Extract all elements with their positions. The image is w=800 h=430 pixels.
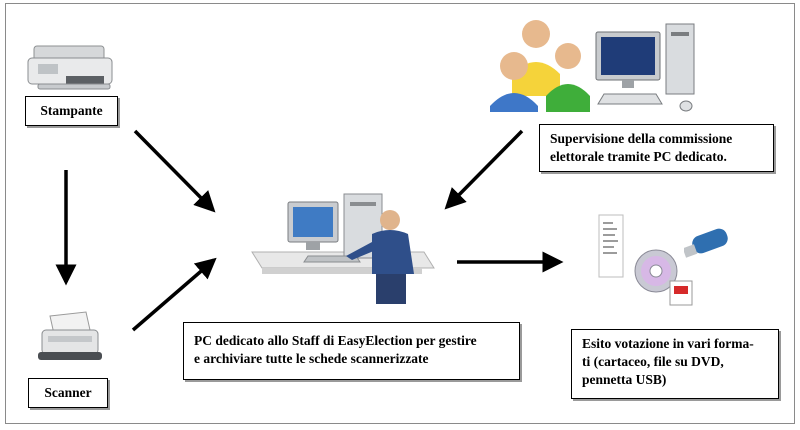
scanner-icon — [38, 311, 102, 360]
document-icon — [598, 214, 624, 278]
commission-label: Supervisione della commissione elettoral… — [539, 124, 774, 172]
pdf-file-icon — [669, 280, 693, 306]
commission-label-line-1: Supervisione della commissione — [550, 131, 733, 146]
printer-label-text: Stampante — [40, 103, 103, 118]
arrow-commission-to-staff — [444, 129, 524, 210]
staff-pc-label-line-2: e archiviare tutte le schede scannerizza… — [194, 351, 429, 366]
scanner-label-text: Scanner — [44, 385, 92, 400]
desktop-computer-icon — [595, 23, 695, 112]
output-label-line-3: pennetta USB) — [582, 372, 667, 387]
users-group-icon — [490, 20, 590, 112]
commission-label-line-2: elettorale tramite PC dedicato. — [550, 149, 727, 164]
diagram-frame — [5, 3, 795, 424]
arrow-scanner-to-staff — [131, 257, 217, 332]
staff-pc-label-line-1: PC dedicato allo Staff di EasyElection p… — [194, 333, 477, 348]
scanner-label: Scanner — [28, 378, 108, 408]
output-label: Esito votazione in vari forma- ti (carta… — [571, 329, 779, 399]
printer-label: Stampante — [25, 96, 118, 126]
usb-drive-icon — [684, 228, 728, 258]
arrow-printer-to-staff — [133, 129, 216, 213]
staff-pc-label: PC dedicato allo Staff di EasyElection p… — [183, 322, 520, 380]
dvd-icon — [634, 249, 678, 293]
output-label-line-2: ti (cartaceo, file su DVD, — [582, 354, 724, 369]
workstation-icon — [251, 193, 435, 304]
printer-icon — [27, 45, 113, 90]
output-label-line-1: Esito votazione in vari forma- — [582, 336, 754, 351]
